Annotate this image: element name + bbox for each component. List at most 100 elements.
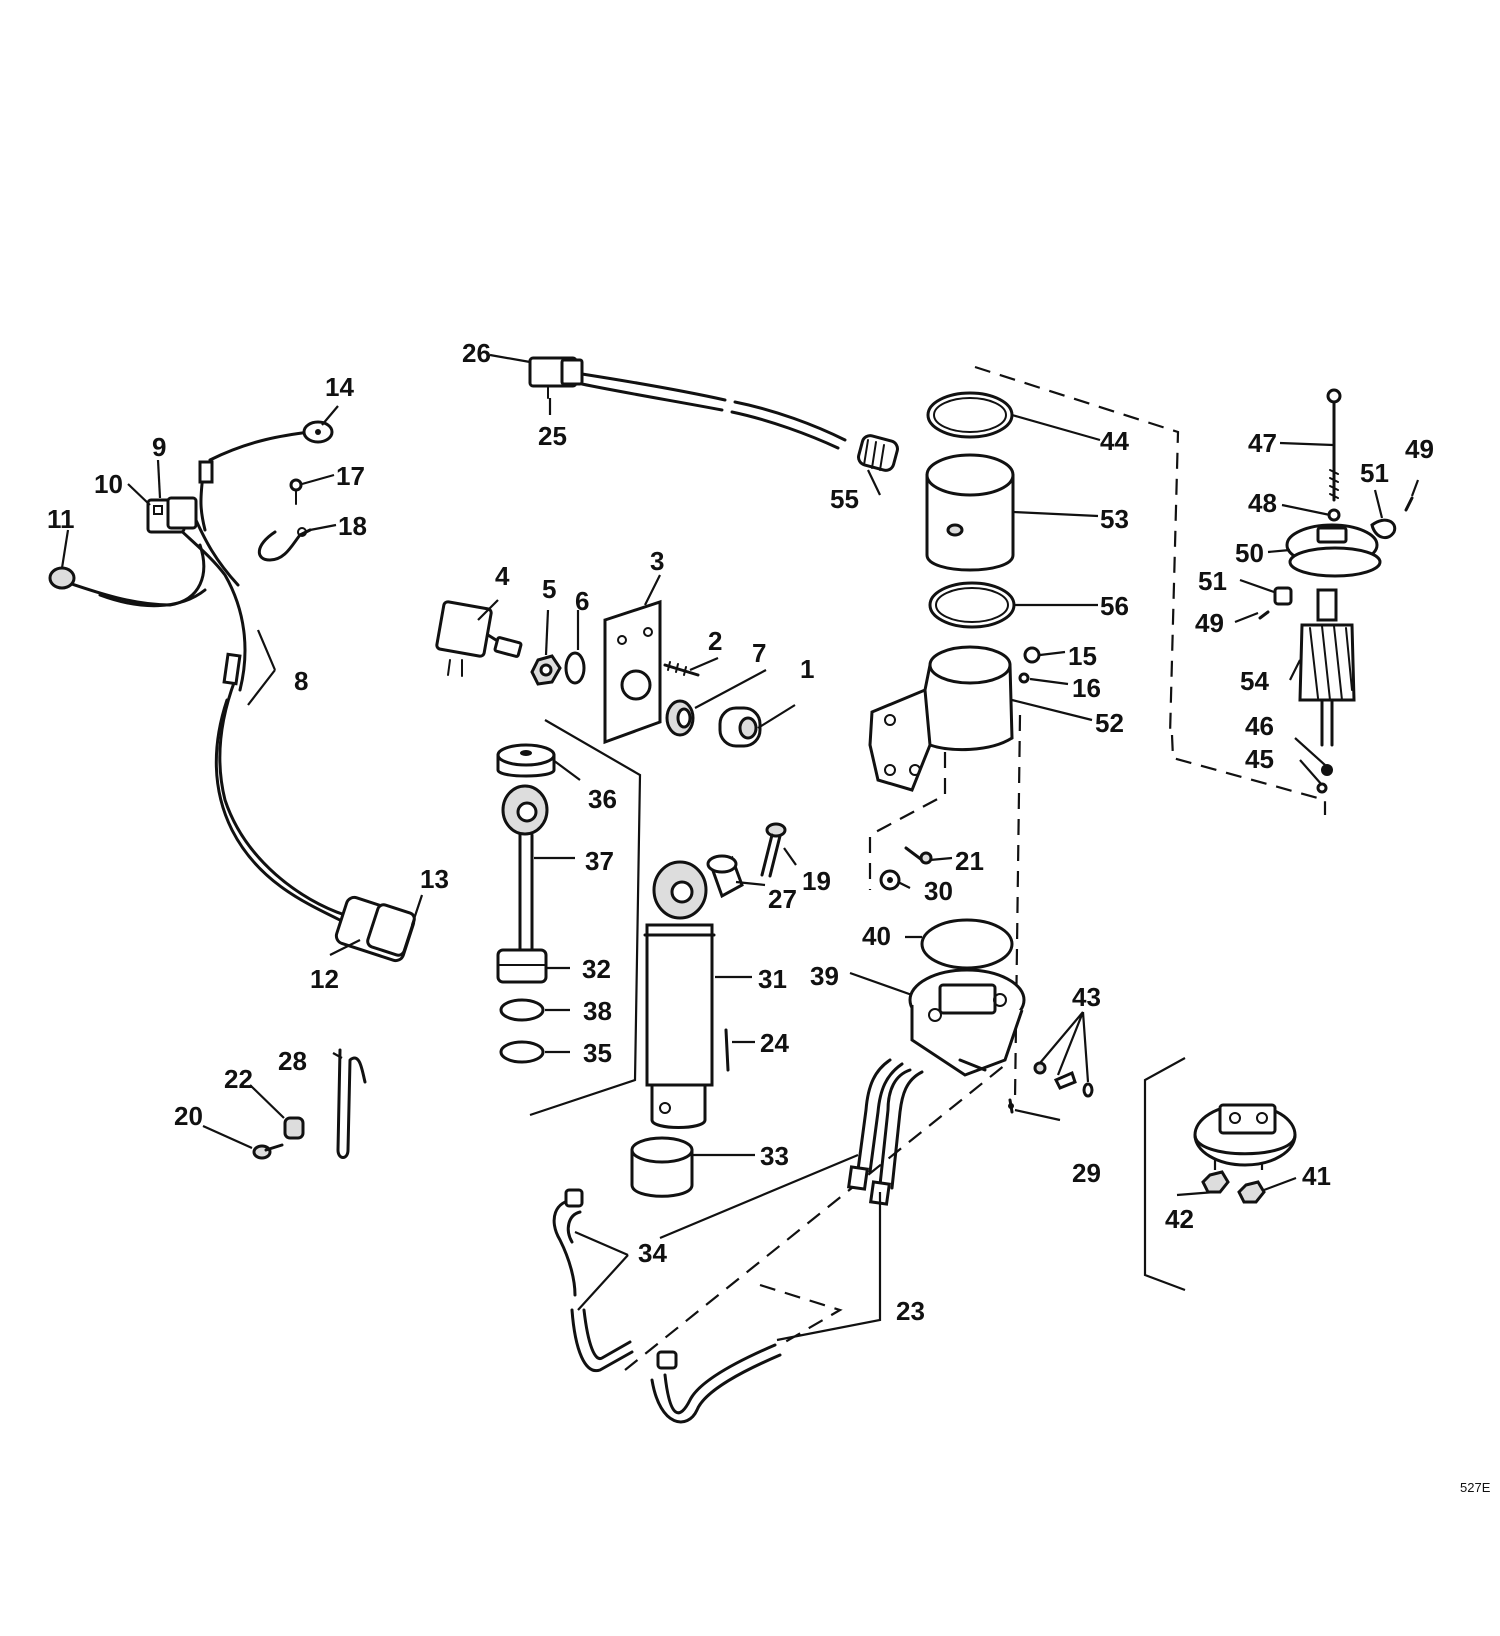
callout-17: 17 [336,461,365,491]
oring-40[interactable] [920,918,1014,970]
bolt-47[interactable] [1326,388,1342,502]
callout-3: 3 [650,546,664,576]
clip-28[interactable] [336,1048,367,1159]
callout-labels: 1 2 3 4 5 6 7 8 9 10 11 12 13 14 15 16 1… [47,338,1491,1495]
hose-34[interactable] [552,1058,904,1373]
cylinder-31[interactable] [643,860,716,1129]
washer-46[interactable] [1321,764,1333,776]
callout-9: 9 [152,432,166,462]
callout-36: 36 [588,784,617,814]
bushing-1[interactable] [718,706,762,748]
plate-3[interactable] [603,599,662,745]
oring-38[interactable] [499,998,545,1022]
callout-11: 11 [47,504,75,534]
callout-53: 53 [1100,504,1129,534]
pump-39[interactable] [908,968,1026,1077]
nut-42[interactable] [1201,1170,1230,1194]
callout-23: 23 [896,1296,925,1326]
housing-52[interactable] [868,645,1014,792]
clamp-33[interactable] [630,1136,694,1198]
callout-14: 14 [325,372,354,402]
callout-51: 51 [1360,458,1389,488]
motor-frame-53[interactable] [925,453,1015,572]
bolt-20[interactable] [252,1143,284,1160]
spring-49b[interactable] [1258,610,1270,620]
callout-15: 15 [1068,641,1097,671]
callout-37: 37 [585,846,614,876]
brush-51b[interactable] [1273,586,1293,606]
connector-12-13[interactable] [334,895,416,963]
screw-17[interactable] [289,478,303,505]
hose-23[interactable] [650,1068,924,1424]
nut-41[interactable] [1237,1180,1266,1204]
washer-48[interactable] [1327,508,1341,522]
oring-56[interactable] [928,581,1016,629]
callout-12: 12 [310,964,339,994]
callout-19: 19 [802,866,831,896]
callout-50: 50 [1235,538,1264,568]
bolt-19[interactable] [760,822,787,878]
callout-52: 52 [1095,708,1124,738]
bushing-7[interactable] [665,699,695,737]
assembly-outlines [529,365,1327,1371]
image-code: 527E [1460,1480,1491,1495]
callout-20: 20 [174,1101,203,1131]
nut-5[interactable] [530,654,562,686]
callout-48: 48 [1248,488,1277,518]
washer-6[interactable] [564,651,586,685]
callout-27: 27 [768,884,797,914]
washer-30[interactable] [879,869,901,891]
callout-35: 35 [583,1038,612,1068]
armature-54[interactable] [1298,588,1356,747]
connector-9-10[interactable] [146,496,198,534]
washer-16[interactable] [1018,672,1030,684]
rod-37[interactable] [501,784,549,957]
ring-terminal-11[interactable] [48,566,76,590]
callout-54: 54 [1240,666,1269,696]
valve-29[interactable] [1008,1098,1014,1114]
reservoir-cover[interactable] [1193,1103,1297,1167]
callout-44: 44 [1100,426,1129,456]
oring-44[interactable] [926,391,1014,439]
washer-45[interactable] [1316,782,1328,794]
brush-51a[interactable] [1370,518,1397,540]
cap-36[interactable] [496,743,556,778]
callout-47: 47 [1248,428,1277,458]
pin-24[interactable] [724,1028,730,1072]
callout-33: 33 [760,1141,789,1171]
callout-51b: 51 [1198,566,1227,596]
callout-45: 45 [1245,744,1274,774]
brush-plate-50[interactable] [1285,523,1382,578]
grommet-55[interactable] [857,434,900,472]
nut-22[interactable] [283,1116,305,1140]
ring-terminal-14[interactable] [302,420,334,444]
callout-38: 38 [583,996,612,1026]
callout-32: 32 [582,954,611,984]
toggle-switch-4[interactable] [435,600,523,677]
screw-2[interactable] [663,661,700,677]
callout-1: 1 [800,654,814,684]
callout-40: 40 [862,921,891,951]
callout-10: 10 [94,469,123,499]
wire-harness[interactable] [58,430,352,927]
callout-29: 29 [1072,1158,1101,1188]
switch-cable[interactable] [528,356,847,450]
callout-8: 8 [294,666,308,696]
pin-27[interactable] [706,854,744,899]
callout-2: 2 [708,626,722,656]
piston-32[interactable] [496,948,548,984]
callout-55: 55 [830,484,859,514]
screw-15[interactable] [1023,646,1041,664]
callout-49b: 49 [1195,608,1224,638]
callout-24: 24 [760,1028,789,1058]
clamp-18[interactable] [257,527,312,562]
callout-22: 22 [224,1064,253,1094]
fittings-43[interactable] [1033,1061,1094,1098]
oring-35[interactable] [499,1040,545,1064]
screw-21[interactable] [904,846,933,865]
callout-26: 26 [462,338,491,368]
callout-31: 31 [758,964,787,994]
callout-34: 34 [638,1238,667,1268]
spring-49a[interactable] [1404,496,1414,512]
